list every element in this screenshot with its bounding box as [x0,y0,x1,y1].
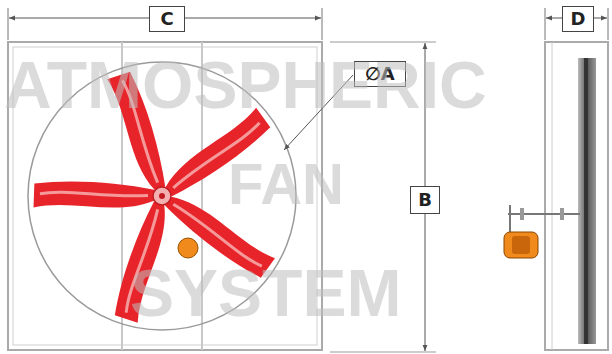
dimension-letter: C [160,10,173,28]
dimension-box: B [410,186,440,214]
dimension-letter: B [418,191,432,209]
dimension-letter: D [571,10,586,28]
dimension-box: D [562,6,594,32]
watermark: SYSTEM [130,260,401,326]
watermark: FAN [228,155,344,213]
watermark: ATMOSPHERIC [4,52,487,118]
dimension-box: C [149,6,185,32]
